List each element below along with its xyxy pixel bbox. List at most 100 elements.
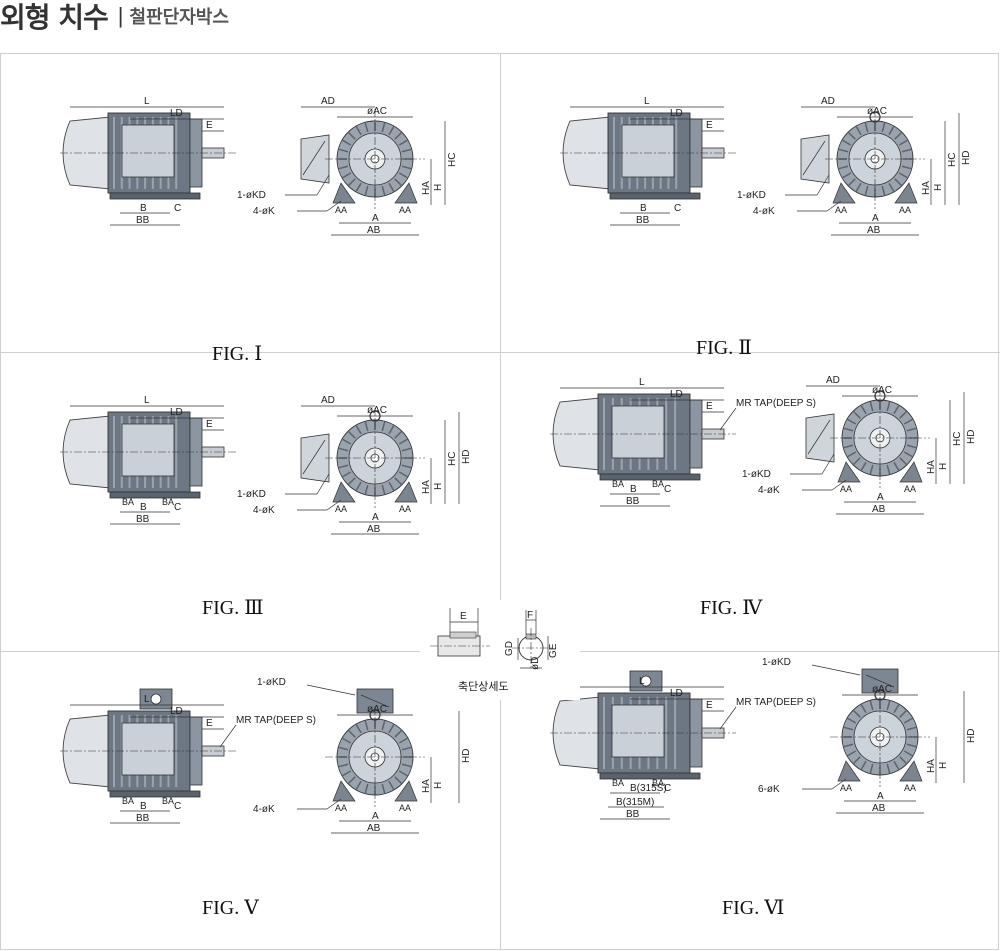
dim-ba-left: BA [122, 497, 134, 507]
dim-1-kd: 1-øKD [742, 469, 771, 480]
dim-k: 4-øK [253, 206, 275, 217]
dim-1-kd: 1-øKD [237, 190, 266, 201]
dim-k: 4-øK [253, 804, 275, 815]
dim-aa-right: AA [904, 484, 916, 494]
dim-aa-right: AA [904, 783, 916, 793]
dim-a: A [872, 213, 879, 224]
dim-h: H [433, 782, 444, 789]
dim-ad: AD [321, 395, 335, 406]
dim-e: E [206, 120, 213, 131]
dim-b-315m: B(315M) [616, 797, 654, 808]
dim-bb: BB [636, 215, 650, 226]
dim-c: C [174, 203, 181, 214]
dim-ld: LD [670, 688, 683, 699]
dim-ad: AD [826, 375, 840, 386]
dim-aa-right: AA [399, 803, 411, 813]
dim-h: H [938, 463, 949, 470]
dim-bb: BB [136, 813, 150, 824]
dim-aa-right: AA [899, 205, 911, 215]
dim-ld: LD [170, 706, 183, 717]
dim-aa-left: AA [335, 205, 347, 215]
dim-aa-right: AA [399, 504, 411, 514]
dim-bb: BB [626, 496, 640, 507]
dim-hc: HC [952, 432, 963, 446]
dim-bb: BB [136, 215, 150, 226]
shaft-detail: E F GD øD GE 축단상세도 [420, 600, 580, 700]
dim-l: L [644, 96, 650, 107]
dim-bb: BB [136, 514, 150, 525]
dim-ld: LD [670, 389, 683, 400]
dim-ha: HA [926, 460, 937, 474]
dim-ab: AB [872, 803, 886, 814]
dim-ba-left: BA [612, 778, 624, 788]
dim-a: A [372, 213, 379, 224]
dim-e: E [706, 401, 713, 412]
grid-divider-h1 [1, 352, 1000, 353]
dim-c: C [174, 801, 181, 812]
dim-e: E [206, 718, 213, 729]
dim-hc: HC [447, 153, 458, 167]
dim-b: B(315S) [630, 783, 667, 794]
dim-aa-left: AA [335, 803, 347, 813]
dim-hd: HD [461, 450, 472, 464]
dim-ab: AB [867, 225, 881, 236]
dim-l: L [144, 694, 150, 705]
dim-ab: AB [367, 225, 381, 236]
shaft-dim-e: E [460, 611, 467, 622]
dim-mr-tap: MR TAP(DEEP S) [236, 715, 316, 726]
dim-ac: øAC [872, 684, 892, 695]
page-title: 외형 치수 [0, 1, 109, 34]
dim-ba-right: BA [162, 796, 174, 806]
dim-mr-tap: MR TAP(DEEP S) [736, 398, 816, 409]
dim-a: A [877, 492, 884, 503]
figure-label-1: FIG. Ⅰ [212, 343, 263, 365]
dim-hd: HD [961, 151, 972, 165]
dim-ac: øAC [367, 106, 387, 117]
shaft-detail-drawing: E F GD øD GE 축단상세도 [430, 608, 559, 693]
shaft-dim-gd: GD [504, 641, 515, 656]
dim-ha: HA [421, 181, 432, 195]
dim-ha: HA [421, 779, 432, 793]
dim-c: C [664, 783, 671, 794]
figure-label-3: FIG. Ⅲ [202, 597, 264, 619]
dim-aa-right: AA [399, 205, 411, 215]
dim-ac: øAC [367, 405, 387, 416]
dim-b: B [140, 203, 147, 214]
dim-hd: HD [966, 729, 977, 743]
dim-aa-left: AA [840, 783, 852, 793]
dim-l: L [639, 377, 645, 388]
dim-ha: HA [421, 480, 432, 494]
dim-ab: AB [367, 524, 381, 535]
shaft-dim-ge: GE [548, 643, 559, 658]
dim-ba-left: BA [612, 479, 624, 489]
dim-ad: AD [321, 96, 335, 107]
dim-1-kd: 1-øKD [762, 657, 791, 668]
dim-ac: øAC [367, 704, 387, 715]
dim-ld: LD [170, 407, 183, 418]
title-separator: | [117, 3, 124, 28]
dim-1-kd: 1-øKD [737, 190, 766, 201]
dim-hd: HD [966, 430, 977, 444]
dim-h: H [433, 483, 444, 490]
shaft-detail-caption: 축단상세도 [458, 680, 509, 693]
figure-label-5: FIG. Ⅴ [202, 897, 259, 919]
dim-1-kd: 1-øKD [257, 677, 286, 688]
dim-hc: HC [447, 452, 458, 466]
